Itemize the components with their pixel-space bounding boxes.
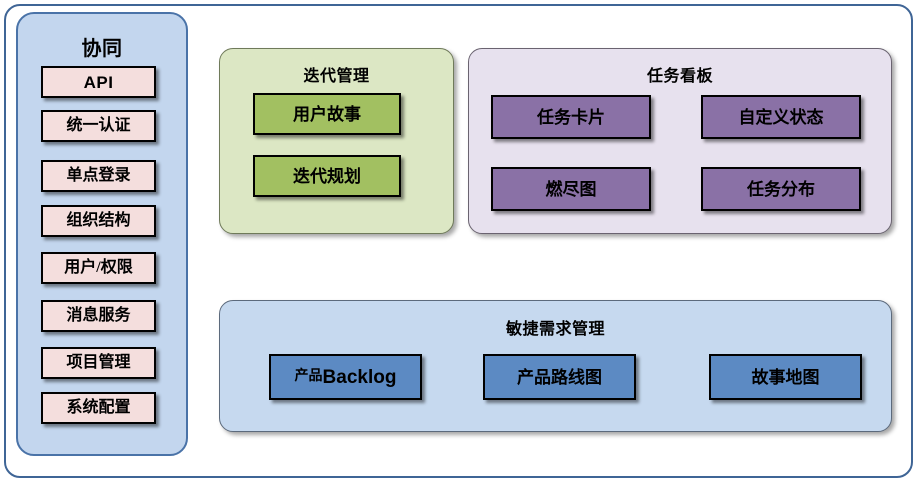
taskboard-item-task-distribution[interactable]: 任务分布 <box>701 167 861 211</box>
agile-item-product-roadmap[interactable]: 产品路线图 <box>483 354 636 400</box>
panel-collaboration-title: 协同 <box>81 38 123 60</box>
agile-item-product-backlog-en: Backlog <box>322 366 397 388</box>
taskboard-item-burndown-chart[interactable]: 燃尽图 <box>491 167 651 211</box>
taskboard-item-task-card[interactable]: 任务卡片 <box>491 95 651 139</box>
panel-iteration-management[interactable]: 迭代管理 <box>219 48 454 234</box>
sidebar-item-system-config[interactable]: 系统配置 <box>41 392 156 424</box>
iteration-item-user-story[interactable]: 用户故事 <box>253 93 401 135</box>
panel-task-board-title: 任务看板 <box>646 68 713 85</box>
panel-agile-requirement-management-title: 敏捷需求管理 <box>505 321 605 338</box>
sidebar-item-message-service[interactable]: 消息服务 <box>41 300 156 332</box>
agile-item-product-backlog-cn: 产品 <box>294 369 323 384</box>
sidebar-item-project-management[interactable]: 项目管理 <box>41 347 156 379</box>
sidebar-item-user-permission[interactable]: 用户/权限 <box>41 252 156 284</box>
sidebar-item-api[interactable]: API <box>41 66 156 98</box>
agile-item-story-map[interactable]: 故事地图 <box>709 354 862 400</box>
panel-iteration-management-title: 迭代管理 <box>303 68 370 85</box>
taskboard-item-custom-status[interactable]: 自定义状态 <box>701 95 861 139</box>
sidebar-item-org-structure[interactable]: 组织结构 <box>41 205 156 237</box>
sidebar-item-sso[interactable]: 单点登录 <box>41 160 156 192</box>
diagram-outer-frame <box>4 4 913 478</box>
iteration-item-iteration-planning[interactable]: 迭代规划 <box>253 155 401 197</box>
sidebar-item-unified-auth[interactable]: 统一认证 <box>41 110 156 142</box>
